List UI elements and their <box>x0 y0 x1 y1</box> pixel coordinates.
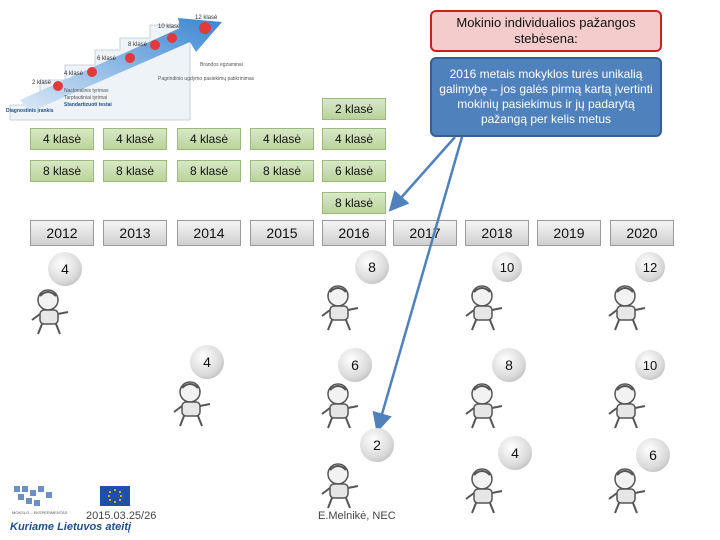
klase-box-8-2012: 8 klasė <box>30 160 94 182</box>
arrow-to-2 <box>372 136 464 433</box>
logo-small-text: MOKSLO – EKSPERIMENTAS <box>12 510 68 515</box>
marker-8 <box>150 40 160 50</box>
grade-circle-4-2014: 4 <box>190 345 224 379</box>
logo-tagline: Kuriame Lietuvos ateitį <box>10 521 132 533</box>
inset-note-5: Standartizuoti testai <box>64 102 112 108</box>
student-figure <box>31 289 69 335</box>
klase-box-8-2015: 8 klasė <box>250 160 314 182</box>
grade-circle-10-2018: 10 <box>492 252 522 282</box>
eu-funding-logo: MOKSLO – EKSPERIMENTAS Kuriame Lietuvos … <box>8 482 138 538</box>
klase-box-4-2015: 4 klasė <box>250 128 314 150</box>
year-2019: 2019 <box>537 220 601 246</box>
grade-circle-10-2020: 10 <box>635 350 665 380</box>
grade-circle-6-2016: 6 <box>338 348 372 382</box>
klase-box-8-2014: 8 klasė <box>177 160 241 182</box>
inset-note-2: Pagrindinio ugdymo pasiekimų patikrinima… <box>158 76 255 82</box>
student-figure <box>321 383 359 429</box>
student-figure <box>608 383 646 429</box>
klase-box-4-2013: 4 klasė <box>103 128 167 150</box>
inset-note-4: Tarptautiniai tyrimai <box>64 95 107 101</box>
student-figure <box>465 383 503 429</box>
student-figure <box>608 468 646 514</box>
year-2012: 2012 <box>30 220 94 246</box>
marker-6 <box>125 53 135 63</box>
year-2015: 2015 <box>250 220 314 246</box>
inset-label-10: 10 klasė <box>158 24 181 30</box>
student-figure <box>465 468 503 514</box>
student-figure <box>173 381 211 427</box>
grade-circle-8-2018: 8 <box>492 348 526 382</box>
year-2016: 2016 <box>322 220 386 246</box>
marker-12 <box>199 22 211 34</box>
marker-2 <box>53 81 63 91</box>
klase-box-4-2012: 4 klasė <box>30 128 94 150</box>
grade-circle-8-2016: 8 <box>355 250 389 284</box>
klase-box-6-2016: 6 klasė <box>322 160 386 182</box>
callout-body: 2016 metais mokyklos turės unikalią gali… <box>430 57 662 137</box>
year-2013: 2013 <box>103 220 167 246</box>
grade-circle-4-2018: 4 <box>498 436 532 470</box>
inset-label-2: 2 klasė <box>32 80 52 86</box>
grade-circle-6-2020: 6 <box>636 438 670 472</box>
year-2018: 2018 <box>465 220 529 246</box>
marker-10 <box>167 33 177 43</box>
inset-label-8: 8 klasė <box>128 42 148 48</box>
klase-box-4-2016: 4 klasė <box>322 128 386 150</box>
klase-box-2-2016: 2 klasė <box>322 98 386 120</box>
klase-box-8-2016-bottom: 8 klasė <box>322 192 386 214</box>
klase-box-4-2014: 4 klasė <box>177 128 241 150</box>
inset-note-1: Brandos egzaminai <box>200 62 243 68</box>
student-figure <box>321 463 359 509</box>
grade-circle-2-2016: 2 <box>360 428 394 462</box>
student-figure <box>608 285 646 331</box>
assessment-progression-diagram: 12 klasė 10 klasė 8 klasė 6 klasė 4 klas… <box>6 15 255 121</box>
klase-box-8-2013: 8 klasė <box>103 160 167 182</box>
year-2014: 2014 <box>177 220 241 246</box>
student-figure <box>321 285 359 331</box>
footer-date: 2015.03.25/26 <box>86 510 157 522</box>
grade-circle-12-2020: 12 <box>635 252 665 282</box>
year-2020: 2020 <box>610 220 674 246</box>
year-2017: 2017 <box>393 220 457 246</box>
grade-circle-4-2012: 4 <box>48 252 82 286</box>
footer-author: E.Melnikė, NEC <box>318 510 396 522</box>
inset-label-6: 6 klasė <box>97 56 117 62</box>
student-figure <box>465 285 503 331</box>
inset-label-12: 12 klasė <box>195 15 218 21</box>
marker-4 <box>87 67 97 77</box>
callout-title: Mokinio individualios pažangos stebėsena… <box>430 10 662 52</box>
inset-label-4: 4 klasė <box>64 71 84 77</box>
inset-caption: Diagnostinis įrankis <box>6 108 54 114</box>
arrow-to-klase <box>388 136 456 212</box>
inset-note-3: Nacionalinis tyrimas <box>64 88 109 94</box>
